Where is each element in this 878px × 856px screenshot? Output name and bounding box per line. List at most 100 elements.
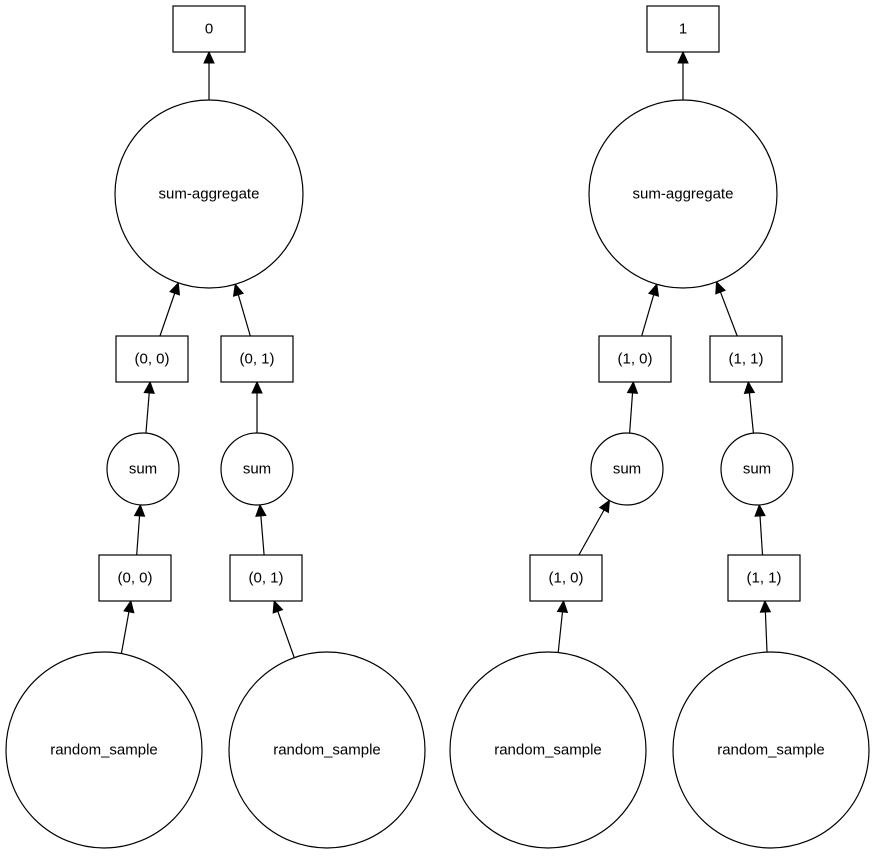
node-agg0: sum-aggregate bbox=[114, 99, 304, 289]
node-k00a: (0, 0) bbox=[115, 335, 189, 383]
node-rs11: random_sample bbox=[672, 651, 870, 849]
edge-arrowhead bbox=[232, 283, 245, 297]
key-node-box bbox=[646, 5, 720, 53]
node-label: random_sample bbox=[273, 742, 381, 759]
edge-line bbox=[136, 515, 141, 556]
task-node-circle bbox=[220, 432, 294, 506]
edge-arrowhead bbox=[272, 599, 284, 614]
node-rs00: random_sample bbox=[5, 651, 203, 849]
edge-k01a-to-agg0 bbox=[232, 283, 251, 337]
key-node-box bbox=[727, 554, 801, 602]
node-label: (0, 1) bbox=[239, 351, 274, 368]
edge-arrowhead bbox=[598, 499, 611, 514]
node-label: (1, 0) bbox=[548, 570, 583, 587]
edge-k01b-to-sum01 bbox=[255, 503, 267, 556]
edge-k10a-to-agg1 bbox=[641, 283, 660, 337]
node-k10b: (1, 0) bbox=[529, 554, 603, 602]
edge-arrowhead bbox=[203, 50, 215, 64]
key-node-box bbox=[220, 335, 294, 383]
node-label: 1 bbox=[679, 21, 687, 38]
edge-line bbox=[578, 509, 605, 556]
edge-k00a-to-agg0 bbox=[159, 281, 181, 337]
node-out1: 1 bbox=[646, 5, 720, 53]
key-node-box bbox=[229, 554, 303, 602]
node-k00b: (0, 0) bbox=[98, 554, 172, 602]
node-label: sum-aggregate bbox=[159, 186, 260, 203]
node-rs10: random_sample bbox=[449, 651, 647, 849]
task-node-circle bbox=[720, 432, 794, 506]
task-node-circle bbox=[106, 432, 180, 506]
edge-line bbox=[764, 611, 768, 653]
key-node-box bbox=[115, 335, 189, 383]
edge-rs10-to-k10b bbox=[556, 599, 569, 653]
edge-line bbox=[237, 294, 251, 337]
edge-agg1-to-out1 bbox=[677, 50, 689, 100]
edge-rs11-to-k11b bbox=[759, 599, 772, 653]
node-label: (0, 0) bbox=[117, 570, 152, 587]
node-out0: 0 bbox=[172, 5, 246, 53]
task-node-circle bbox=[449, 651, 647, 849]
edge-arrowhead bbox=[759, 599, 772, 613]
task-node-circle bbox=[672, 651, 870, 849]
edge-arrowhead bbox=[715, 280, 727, 295]
task-node-circle bbox=[5, 651, 203, 849]
node-label: (0, 0) bbox=[134, 351, 169, 368]
edge-rs00-to-k00b bbox=[120, 599, 135, 654]
edge-line bbox=[277, 611, 295, 658]
node-label: (1, 0) bbox=[617, 351, 652, 368]
edge-line bbox=[557, 611, 564, 653]
edge-sum00-to-k00a bbox=[143, 380, 155, 434]
edge-sum10-to-k10a bbox=[626, 380, 639, 434]
node-label: 0 bbox=[205, 21, 213, 38]
edge-arrowhead bbox=[626, 380, 639, 394]
node-label: (1, 1) bbox=[746, 570, 781, 587]
edge-sum01-to-k01a bbox=[251, 380, 263, 433]
node-label: (0, 1) bbox=[248, 570, 283, 587]
node-k01b: (0, 1) bbox=[229, 554, 303, 602]
node-agg1: sum-aggregate bbox=[588, 99, 778, 289]
node-sum11: sum bbox=[720, 432, 794, 506]
edges-layer bbox=[120, 50, 772, 658]
node-k01a: (0, 1) bbox=[220, 335, 294, 383]
node-label: sum bbox=[129, 461, 157, 478]
edge-arrowhead bbox=[251, 380, 263, 394]
edge-arrowhead bbox=[754, 503, 766, 517]
node-label: (1, 1) bbox=[728, 351, 763, 368]
edge-line bbox=[120, 611, 130, 654]
node-sum01: sum bbox=[220, 432, 294, 506]
task-node-circle bbox=[590, 432, 664, 506]
edge-k11b-to-sum11 bbox=[754, 503, 766, 556]
edge-arrowhead bbox=[143, 380, 155, 394]
edge-arrowhead bbox=[255, 503, 267, 517]
edge-line bbox=[145, 392, 150, 434]
edge-sum11-to-k11a bbox=[743, 380, 756, 434]
edge-line bbox=[641, 294, 655, 337]
key-node-box bbox=[598, 335, 672, 383]
task-node-circle bbox=[228, 651, 426, 849]
nodes-layer: 0 sum-aggregate (0, 0) (0, 1) sum sum (0, 0) (0… bbox=[5, 5, 870, 849]
edge-line bbox=[748, 392, 755, 434]
node-label: random_sample bbox=[494, 742, 602, 759]
node-k11a: (1, 1) bbox=[709, 335, 783, 383]
edge-line bbox=[759, 515, 764, 556]
key-node-box bbox=[529, 554, 603, 602]
edge-arrowhead bbox=[556, 599, 569, 614]
task-node-circle bbox=[588, 99, 778, 289]
edge-arrowhead bbox=[743, 380, 756, 395]
key-node-box bbox=[172, 5, 246, 53]
node-k10a: (1, 0) bbox=[598, 335, 672, 383]
edge-line bbox=[159, 293, 176, 337]
edge-line bbox=[260, 515, 265, 556]
edge-arrowhead bbox=[169, 281, 181, 296]
node-k11b: (1, 1) bbox=[727, 554, 801, 602]
edge-k10b-to-sum10 bbox=[578, 499, 611, 556]
node-label: sum bbox=[743, 461, 771, 478]
node-label: random_sample bbox=[50, 742, 158, 759]
node-sum10: sum bbox=[590, 432, 664, 506]
node-label: sum bbox=[243, 461, 271, 478]
task-node-circle bbox=[114, 99, 304, 289]
edge-arrowhead bbox=[123, 599, 135, 614]
edge-agg0-to-out0 bbox=[203, 50, 215, 100]
node-sum00: sum bbox=[106, 432, 180, 506]
node-label: random_sample bbox=[717, 742, 825, 759]
